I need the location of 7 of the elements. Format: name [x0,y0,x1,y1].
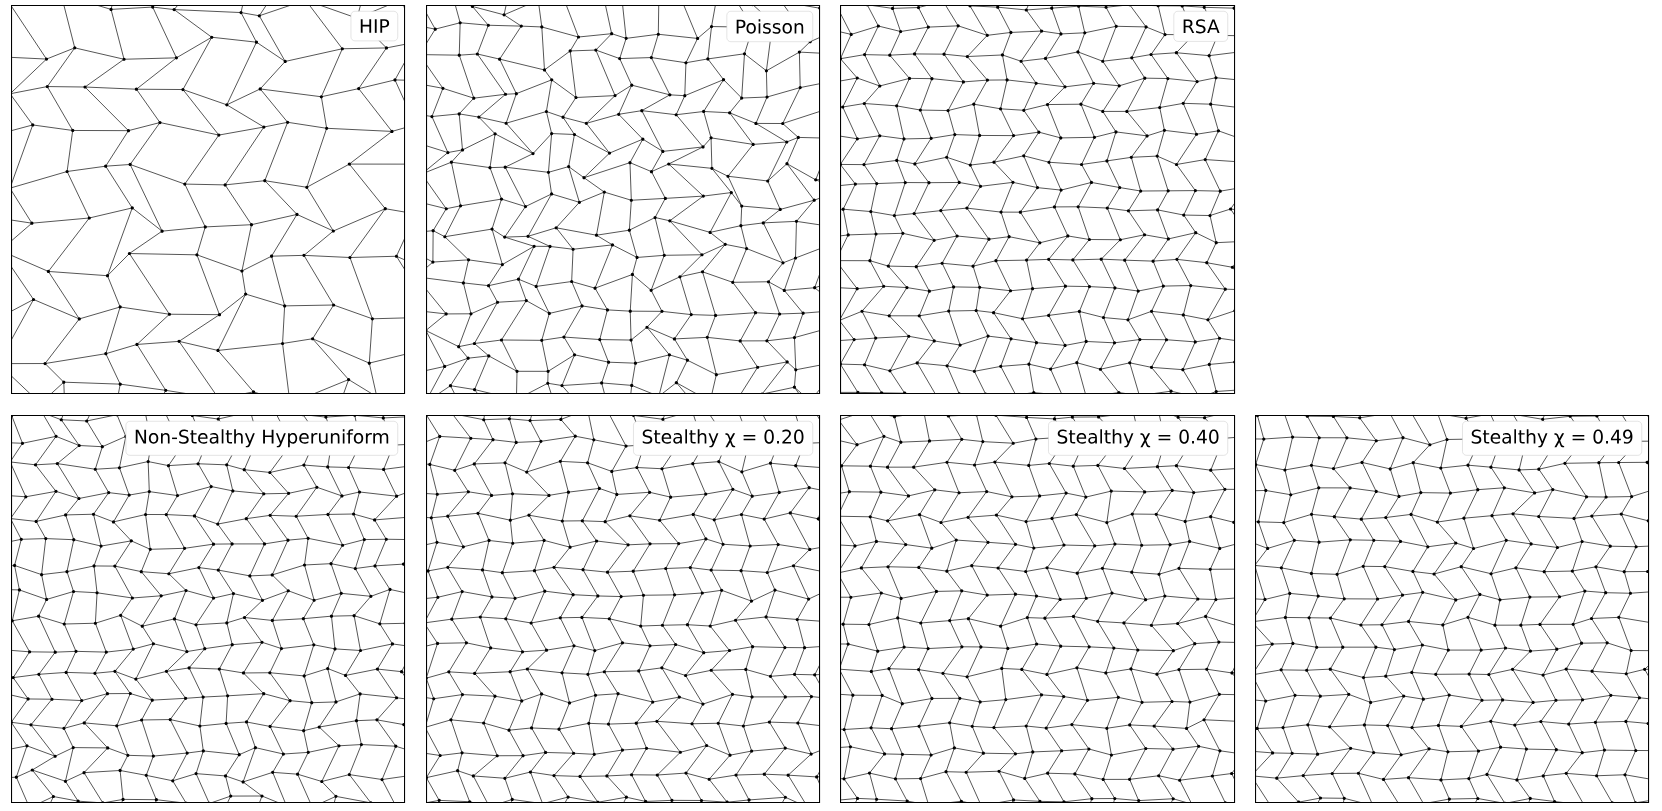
panel-label: Non-Stealthy Hyperuniform [125,421,398,456]
panel-label: Stealthy χ = 0.49 [1462,421,1642,456]
panel-label: RSA [1173,11,1228,42]
panel-label: HIP [350,11,398,42]
panel-label: Poisson [726,11,813,42]
panel-label: Stealthy χ = 0.20 [633,421,813,456]
panel-label: Stealthy χ = 0.40 [1048,421,1228,456]
